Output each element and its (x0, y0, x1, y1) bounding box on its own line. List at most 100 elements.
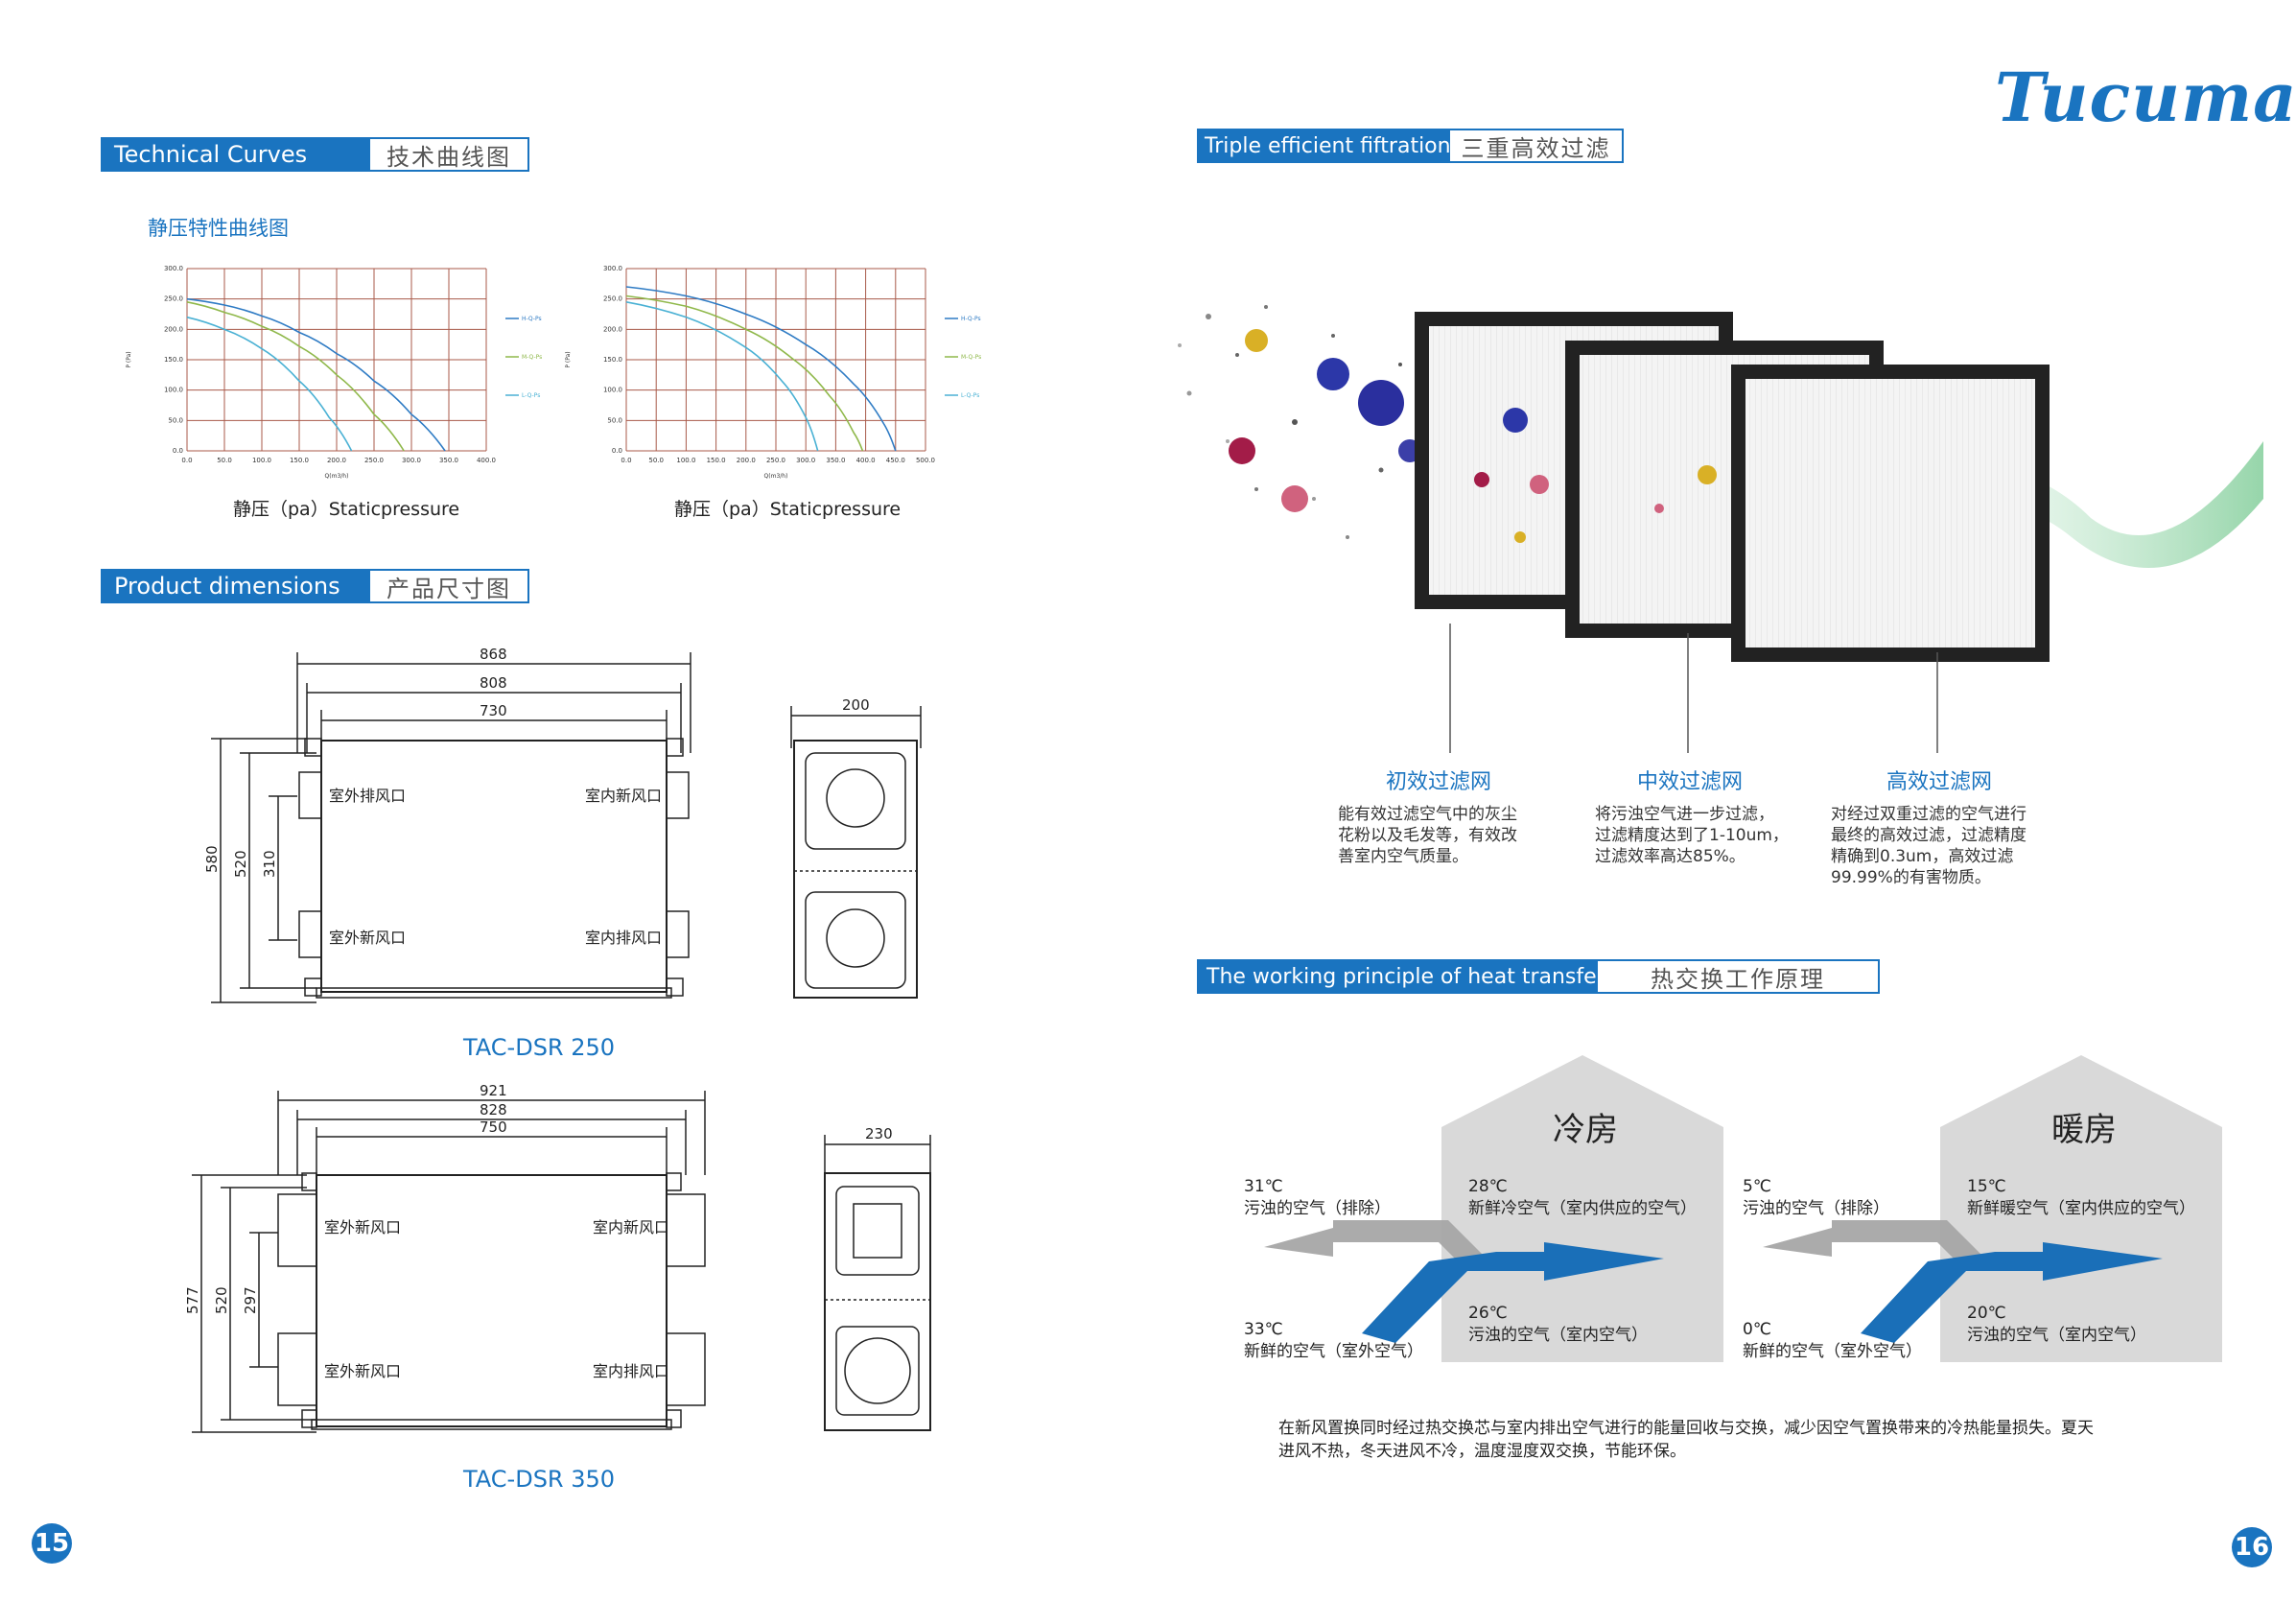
cooling-airflow-arrows (1264, 1220, 1664, 1343)
house-heating (1940, 1055, 2222, 1362)
y-tick-label: 50.0 (607, 416, 622, 424)
y-tick-label: 300.0 (164, 265, 183, 272)
dim-depth: 200 (842, 696, 870, 714)
legend-entry: L-Q-Ps (961, 392, 979, 399)
y-tick-label: 250.0 (164, 295, 183, 303)
y-axis-label: P (Pa) (126, 351, 132, 367)
x-tick-label: 350.0 (826, 457, 845, 464)
dim-h2: 520 (232, 850, 249, 878)
x-tick-label: 50.0 (648, 457, 664, 464)
x-tick-label: 300.0 (796, 457, 815, 464)
dim-h1: 580 (203, 845, 221, 873)
x-tick-label: 250.0 (766, 457, 785, 464)
page-number-left: 15 (32, 1523, 72, 1564)
x-axis-label: Q(m3/h) (764, 473, 788, 480)
x-tick-label: 350.0 (439, 457, 458, 464)
model-label-dsr250: TAC-DSR 250 (463, 1034, 616, 1061)
x-tick-label: 450.0 (886, 457, 905, 464)
x-tick-label: 200.0 (327, 457, 346, 464)
dim-depth: 230 (865, 1125, 893, 1142)
y-tick-label: 150.0 (603, 356, 622, 364)
static-pressure-title: 静压特性曲线图 (148, 217, 289, 240)
model-label-dsr350: TAC-DSR 350 (463, 1466, 616, 1493)
filter-title-medium: 中效过滤网 (1637, 770, 1744, 794)
x-tick-label: 400.0 (856, 457, 876, 464)
x-tick-label: 150.0 (707, 457, 726, 464)
x-tick-label: 50.0 (217, 457, 232, 464)
port-label: 室内排风口 (585, 929, 662, 947)
y-tick-label: 100.0 (603, 387, 622, 394)
x-tick-label: 200.0 (737, 457, 756, 464)
legend-entry: M-Q-Ps (522, 354, 542, 361)
chart-caption-2: 静压（pa）Staticpressure (674, 499, 902, 520)
house-cooling (1441, 1055, 1723, 1362)
port-label: 室内新风口 (593, 1218, 669, 1236)
filters-illustration (1178, 305, 2263, 662)
dim-w1: 868 (480, 646, 507, 663)
y-tick-label: 200.0 (603, 325, 622, 333)
page-number-right: 16 (2232, 1527, 2272, 1567)
legend-entry: H-Q-Ps (522, 316, 542, 322)
section-title-cn: 三重高效过滤 (1461, 134, 1611, 162)
static-pressure-chart-1: 0.0 50.0 100.0 150.0 200.0 250.0 300.0 350.0 400… (126, 265, 542, 480)
port-label: 室内排风口 (593, 1362, 669, 1380)
dim-h3: 297 (242, 1286, 259, 1314)
product-dimensions-header: Product dimensions 产品尺寸图 (101, 569, 529, 603)
y-tick-label: 0.0 (612, 447, 622, 455)
dimension-drawing-dsr250: 868 808 730 580 520 310 200 室外排风口 室内新风口 … (203, 646, 922, 1003)
section-title-en: Triple efficient fiftration (1199, 130, 1451, 161)
dim-h2: 520 (213, 1286, 230, 1314)
x-tick-label: 100.0 (676, 457, 695, 464)
x-tick-label: 100.0 (252, 457, 271, 464)
dim-w1: 921 (480, 1082, 507, 1099)
series-line-L-Q-Ps (186, 316, 353, 452)
y-tick-label: 0.0 (173, 447, 183, 455)
filter-leader-lines (1449, 624, 1938, 753)
series-line-L-Q-Ps (625, 301, 819, 452)
chart-caption-1: 静压（pa）Staticpressure (233, 499, 460, 520)
filter-desc-primary: 能有效过滤空气中的灰尘花粉以及毛发等，有效改善室内空气质量。 (1338, 805, 1517, 866)
y-tick-label: 50.0 (168, 416, 183, 424)
x-tick-label: 500.0 (916, 457, 935, 464)
port-label: 室内新风口 (585, 787, 662, 805)
series-line-M-Q-Ps (186, 301, 405, 452)
y-tick-label: 200.0 (164, 325, 183, 333)
pollen-icon (1358, 380, 1404, 426)
heating-airflow-arrows (1763, 1220, 2163, 1343)
bacteria-icon (1229, 437, 1255, 464)
x-tick-label: 300.0 (402, 457, 421, 464)
filtration-header: Triple efficient fiftration 三重高效过滤 (1197, 129, 1624, 163)
port-label: 室外排风口 (329, 787, 406, 805)
dimension-drawing-dsr350: 921 828 750 577 520 297 230 室外新风口 室内新风口 … (184, 1082, 931, 1433)
heating-mode-title: 暖房 (2051, 1111, 2117, 1149)
dust-mite-icon (1245, 329, 1268, 352)
x-tick-label: 0.0 (181, 457, 192, 464)
filter-title-high: 高效过滤网 (1886, 770, 1993, 794)
brand-logo: Tucuman (1995, 58, 2296, 137)
section-title-cn: 产品尺寸图 (387, 575, 511, 602)
x-tick-label: 400.0 (477, 457, 496, 464)
filter-desc-medium: 将污浊空气进一步过滤，过滤精度达到了1-10um，过滤效率高达85%。 (1595, 805, 1789, 866)
section-title-en: The working principle of heat transfer (1199, 961, 1605, 992)
dim-w2: 828 (480, 1101, 507, 1118)
pollen-icon (1317, 358, 1349, 390)
x-tick-label: 0.0 (621, 457, 631, 464)
heat-transfer-header: The working principle of heat transfer 热… (1197, 959, 1880, 994)
series-line-M-Q-Ps (625, 294, 864, 452)
x-axis-label: Q(m3/h) (325, 473, 349, 480)
x-tick-label: 250.0 (364, 457, 384, 464)
series-line-H-Q-Ps (625, 286, 897, 452)
y-tick-label: 250.0 (603, 295, 622, 303)
dim-w3: 730 (480, 702, 507, 719)
port-label: 室外新风口 (329, 929, 406, 947)
high-efficiency-filter-image (1731, 365, 2050, 662)
x-tick-label: 150.0 (290, 457, 309, 464)
section-title-en: Product dimensions (103, 571, 370, 601)
y-axis-label: P (Pa) (565, 351, 572, 367)
